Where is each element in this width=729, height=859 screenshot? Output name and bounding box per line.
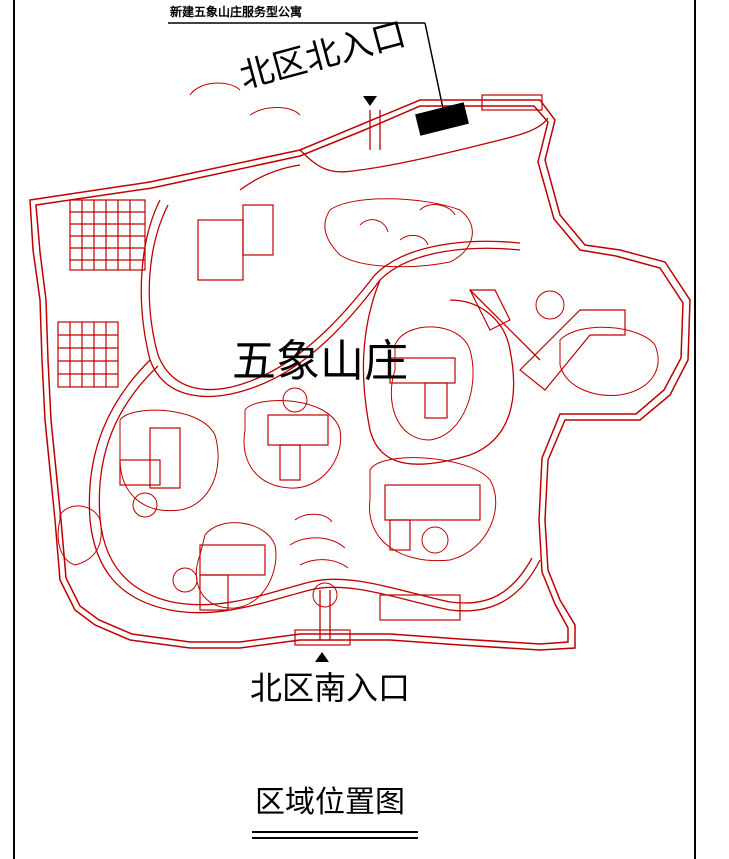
- drawing-frame: [13, 0, 696, 859]
- south-entrance-label: 北区南入口: [250, 669, 411, 707]
- building-blocks: [57, 94, 626, 646]
- callout-label: 新建五象山庄服务型公寓: [170, 5, 303, 19]
- callout-leader: [168, 22, 446, 119]
- title-underline: [252, 831, 418, 839]
- site-name-label: 五象山庄: [232, 336, 408, 387]
- new-apartment-building: [415, 102, 469, 136]
- site-boundary: [29, 99, 691, 651]
- road-network: [88, 110, 549, 640]
- landscape-areas: [57, 82, 659, 609]
- triangle-down-icon: [363, 96, 377, 106]
- map-title: 区域位置图: [255, 785, 405, 820]
- triangle-up-icon: [315, 652, 329, 662]
